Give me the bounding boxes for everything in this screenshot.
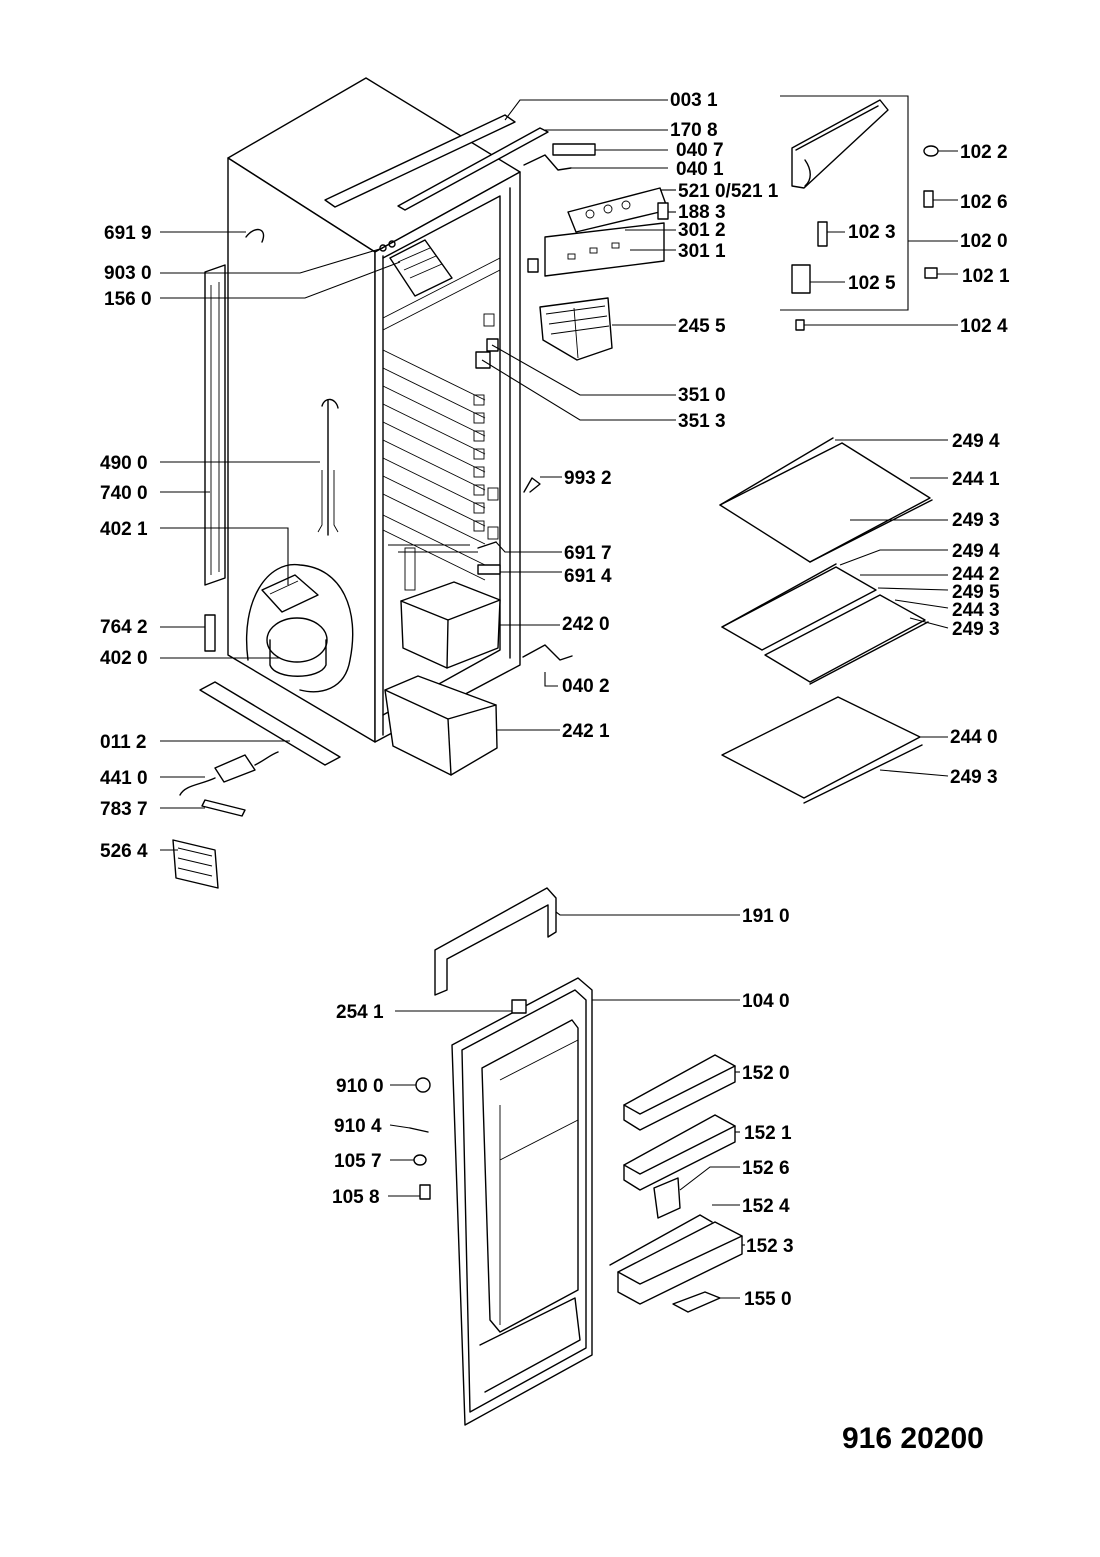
freezer-door-assembly [780,95,939,331]
label-152-0: 152 0 [742,1063,790,1084]
label-105-8: 105 8 [332,1187,380,1208]
label-105-7: 105 7 [334,1151,382,1172]
label-152-3: 152 3 [746,1236,794,1257]
part-labels: 003 1 170 8 040 7 040 1 521 0/521 1 188 … [100,90,1010,1455]
label-301-2: 301 2 [678,220,726,241]
base-strip [199,681,341,766]
label-249-4-mid: 249 4 [952,541,1000,562]
label-242-1: 242 1 [562,721,610,742]
electrical-parts [172,751,279,889]
label-993-2: 993 2 [564,468,612,489]
label-910-0: 910 0 [336,1076,384,1097]
label-490-0: 490 0 [100,453,148,474]
label-903-0: 903 0 [104,263,152,284]
label-102-5: 102 5 [848,273,896,294]
glass-shelves [719,437,933,804]
label-249-3-bottom: 249 3 [950,767,998,788]
lower-hinge [522,644,573,661]
control-panel-parts [527,187,669,277]
top-strips [324,114,549,211]
label-102-0: 102 0 [960,231,1008,252]
label-244-2: 244 2 [952,564,1000,585]
label-783-7: 783 7 [100,799,148,820]
label-402-1: 402 1 [100,519,148,540]
label-244-3: 244 3 [952,600,1000,621]
label-040-2: 040 2 [562,676,610,697]
label-351-3: 351 3 [678,411,726,432]
label-011-2: 011 2 [100,732,147,753]
label-910-4: 910 4 [334,1116,382,1137]
label-102-6: 102 6 [960,192,1008,213]
label-249-3-top: 249 3 [952,510,1000,531]
label-040-1: 040 1 [676,159,724,180]
door-balconies [609,1054,743,1313]
door-gasket [434,887,557,996]
label-188-3: 188 3 [678,202,726,223]
label-249-4-top: 249 4 [952,431,1000,452]
side-components [204,228,541,652]
label-152-1: 152 1 [744,1123,792,1144]
label-740-0: 740 0 [100,483,148,504]
drawers [384,581,501,776]
label-170-8: 170 8 [670,120,718,141]
label-102-1: 102 1 [962,266,1010,287]
label-301-1: 301 1 [678,241,726,262]
label-242-0: 242 0 [562,614,610,635]
label-441-0: 441 0 [100,768,148,789]
label-152-4: 152 4 [742,1196,790,1217]
label-526-4: 526 4 [100,841,148,862]
label-764-2: 764 2 [100,617,148,638]
label-102-2: 102 2 [960,142,1008,163]
document-number: 916 20200 [842,1422,984,1455]
label-691-7: 691 7 [564,543,612,564]
label-402-0: 402 0 [100,648,148,669]
label-104-0: 104 0 [742,991,790,1012]
label-102-4: 102 4 [960,316,1008,337]
label-102-3: 102 3 [848,222,896,243]
label-244-1: 244 1 [952,469,1000,490]
wire-rack [539,297,613,361]
label-351-0: 351 0 [678,385,726,406]
main-door [451,977,593,1426]
label-691-4: 691 4 [564,566,612,587]
label-249-5: 249 5 [952,582,1000,603]
label-155-0: 155 0 [744,1289,792,1310]
door-hardware [409,1077,431,1200]
label-156-0: 156 0 [104,289,152,310]
label-691-9: 691 9 [104,223,152,244]
label-152-6: 152 6 [742,1158,790,1179]
leader-lines [160,99,958,1299]
label-249-3-mid: 249 3 [952,619,1000,640]
hinge-parts [523,143,596,171]
label-245-5: 245 5 [678,316,726,337]
label-003-1: 003 1 [670,90,718,111]
label-244-0: 244 0 [950,727,998,748]
label-521-0-521-1: 521 0/521 1 [678,181,779,202]
label-254-1: 254 1 [336,1002,384,1023]
label-040-7: 040 7 [676,140,724,161]
label-191-0: 191 0 [742,906,790,927]
